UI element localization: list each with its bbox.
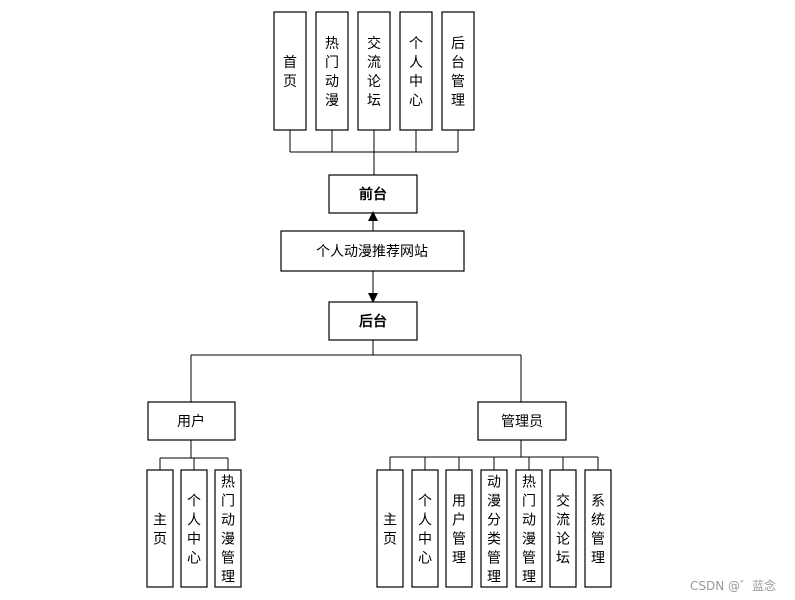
admin-leaf-box: [584, 469, 612, 588]
admin-leaf-box: [515, 469, 543, 588]
front-leaf-label: 交流论坛: [367, 35, 381, 109]
admin-leaf-label: 个人中心: [418, 494, 432, 567]
admin-leaf-label: 系统管理: [591, 494, 605, 567]
admin-node-label: 管理员: [501, 414, 543, 430]
front-leaf-box: [357, 11, 391, 131]
admin-children-connector: [389, 440, 599, 470]
front-node-label: 前台: [359, 186, 387, 203]
front-leaf-box: [315, 11, 349, 131]
admin-leaf-label: 交流论坛: [556, 493, 570, 567]
admin-node: [477, 401, 567, 441]
user-leaf-label: 热门动漫管理: [221, 475, 235, 586]
user-children: 主页 个人中心 热门动漫管理: [146, 469, 242, 588]
front-leaf-box: [273, 11, 307, 131]
front-leaf-box: [399, 11, 433, 131]
site-title-label: 个人动漫推荐网站: [316, 244, 428, 260]
watermark: CSDN @゛蓝念: [690, 578, 776, 593]
front-children: 首页 热门动漫 交流论坛 个人中心 后台管理: [273, 11, 475, 131]
user-node-label: 用户: [177, 413, 205, 430]
front-connector: [289, 130, 459, 175]
admin-leaf-label: 主页: [383, 513, 397, 548]
admin-leaf-box: [445, 469, 473, 588]
front-leaf-label: 热门动漫: [325, 36, 339, 109]
admin-leaf-label: 用户管理: [452, 494, 466, 567]
user-leaf-label: 个人中心: [187, 494, 201, 567]
user-children-connector: [159, 440, 229, 470]
front-leaf-label: 个人中心: [409, 36, 423, 109]
admin-leaf-box: [549, 469, 577, 588]
admin-leaf-box: [480, 469, 508, 588]
admin-leaf-box: [376, 469, 404, 588]
user-leaf-box: [180, 469, 208, 588]
admin-children: 主页 个人中心 用户管理 动漫分类管理 热门动漫管理 交流论坛 系统管理: [376, 469, 612, 588]
front-leaf-label: 首页: [283, 55, 297, 90]
back-connector: [190, 340, 522, 402]
user-leaf-label: 主页: [153, 513, 167, 548]
admin-leaf-box: [411, 469, 439, 588]
back-node-label: 后台: [359, 313, 387, 330]
admin-leaf-label: 动漫分类管理: [487, 475, 501, 586]
front-node: [328, 174, 418, 214]
user-node: [147, 401, 236, 441]
user-leaf-box: [146, 469, 174, 588]
admin-leaf-label: 热门动漫管理: [522, 475, 536, 586]
front-leaf-box: [441, 11, 475, 131]
site-title-node: [280, 230, 465, 272]
user-leaf-box: [214, 469, 242, 588]
front-leaf-label: 后台管理: [451, 36, 465, 109]
